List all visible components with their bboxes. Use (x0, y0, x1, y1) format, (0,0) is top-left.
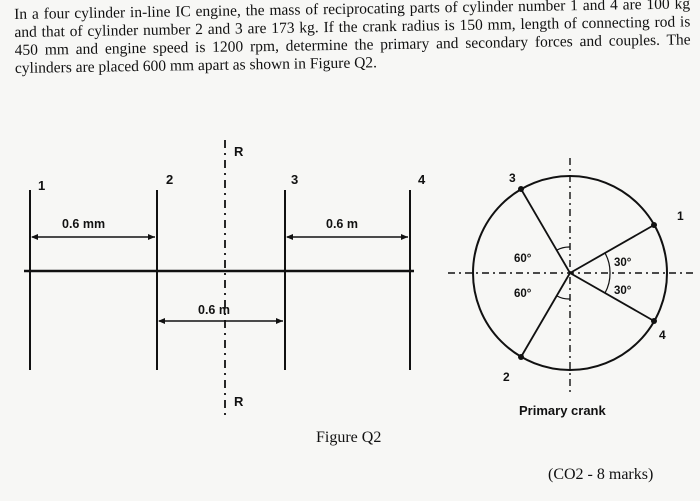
dimension-label-2-3: 0.6 m (198, 303, 230, 317)
crank-pin-2 (518, 354, 524, 360)
angle-label-3: 60° (514, 253, 532, 265)
cylinder-label-4: 4 (418, 172, 426, 187)
angle-arc-3 (556, 246, 571, 251)
crank-pin-1 (651, 222, 657, 228)
cylinder-layout-diagram: 1 2 3 4 R R 0.6 mm 0.6 m 0.6 m (24, 140, 426, 420)
cylinder-label-2: 2 (166, 172, 173, 187)
primary-crank-diagram: 3 1 4 2 60° 60° 30° 30° Primary crank (448, 158, 696, 418)
reference-plane-label-top: R (234, 144, 244, 159)
crank-pin-4 (651, 318, 657, 324)
reference-plane-label-bottom: R (234, 394, 244, 409)
crank-line-2 (520, 272, 571, 358)
crank-label-4: 4 (659, 328, 666, 342)
dimension-label-3-4: 0.6 m (326, 217, 358, 231)
angle-arc-4 (604, 272, 611, 294)
marks-label: (CO2 - 8 marks) (548, 466, 654, 483)
dimension-label-1-2: 0.6 mm (62, 217, 105, 231)
crank-label-1: 1 (677, 209, 684, 223)
figure-caption: Figure Q2 (316, 429, 382, 446)
angle-label-2: 60° (514, 288, 532, 300)
primary-crank-title: Primary crank (519, 403, 606, 418)
cylinder-label-1: 1 (38, 178, 45, 193)
angle-arc-1 (604, 252, 611, 274)
angle-label-1: 30° (614, 257, 632, 269)
crank-label-3: 3 (509, 171, 516, 185)
crank-line-4 (569, 272, 655, 322)
crank-label-2: 2 (503, 370, 510, 384)
angle-label-4: 30° (614, 285, 632, 297)
cylinder-label-3: 3 (291, 172, 298, 187)
crank-line-3 (520, 188, 571, 274)
crank-pin-3 (518, 186, 524, 192)
crank-line-1 (569, 224, 655, 274)
angle-arc-2 (556, 295, 571, 300)
